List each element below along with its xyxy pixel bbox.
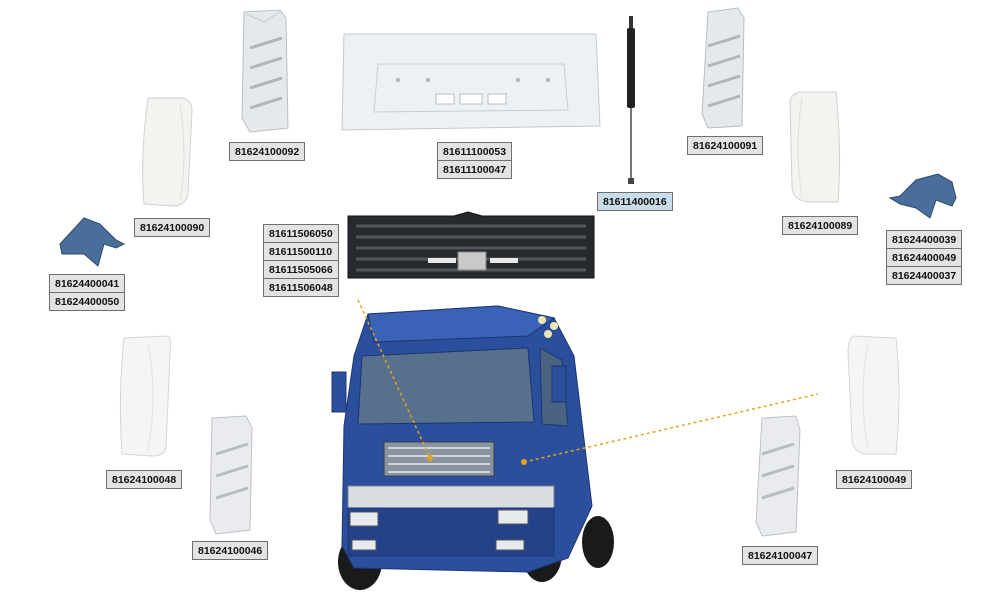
deflector-part-92-image: [236, 8, 294, 133]
front-panel-image: [338, 30, 604, 134]
part-code-label[interactable]: 81611400016: [597, 192, 673, 211]
truck-image: [328, 296, 622, 594]
corner-panel-48-image: [118, 334, 174, 460]
part-code-label[interactable]: 81611500110: [263, 242, 339, 261]
corner-panel-49-image: [846, 334, 902, 458]
step-panel-47-image: [754, 414, 802, 538]
part-code-stack: 81624400041 81624400050: [49, 274, 126, 311]
part-code-label[interactable]: 81624400037: [886, 266, 963, 285]
part-code-label[interactable]: 81611100047: [437, 160, 513, 179]
gas-strut-image: [624, 14, 638, 186]
part-code-label[interactable]: 81624100048: [106, 470, 183, 489]
part-code-label[interactable]: 81624100047: [742, 546, 819, 565]
part-code-label[interactable]: 81624100091: [687, 136, 764, 155]
part-code-label[interactable]: 81624400041: [49, 274, 126, 293]
side-deflector-89-image: [788, 90, 844, 206]
part-code-label[interactable]: 81624100046: [192, 541, 269, 560]
part-code-stack: 81611100053 81611100047: [437, 142, 513, 179]
step-panel-46-image: [206, 414, 256, 536]
part-code-label[interactable]: 81624100090: [134, 218, 211, 237]
part-code-label[interactable]: 81624400050: [49, 292, 126, 311]
part-code-label[interactable]: 81611506048: [263, 278, 339, 297]
part-code-label[interactable]: 81624400039: [886, 230, 963, 249]
front-grille-image: [344, 210, 598, 284]
bracket-left-image: [54, 214, 128, 270]
part-code-label[interactable]: 81611505066: [263, 260, 339, 279]
bracket-right-image: [886, 172, 960, 224]
deflector-part-91-image: [698, 6, 748, 130]
part-code-label[interactable]: 81611100053: [437, 142, 513, 161]
part-code-label[interactable]: 81624400049: [886, 248, 963, 267]
part-code-label[interactable]: 81624100049: [836, 470, 913, 489]
part-code-stack: 81611506050 81611500110 81611505066 8161…: [263, 224, 339, 297]
part-code-label[interactable]: 81624100089: [782, 216, 859, 235]
side-deflector-90-image: [140, 96, 196, 210]
part-code-label[interactable]: 81624100092: [229, 142, 306, 161]
part-code-label[interactable]: 81611506050: [263, 224, 339, 243]
part-code-stack: 81624400039 81624400049 81624400037: [886, 230, 963, 285]
